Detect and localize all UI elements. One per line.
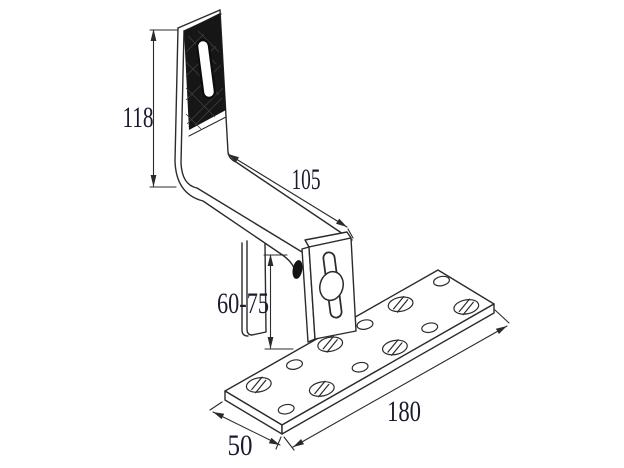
hook-left-outer-edge [174, 27, 296, 272]
slot-mark [322, 335, 338, 353]
round-hole [277, 403, 295, 415]
extension-ticks [283, 309, 510, 451]
bolt-head [319, 270, 344, 302]
round-hole [285, 359, 304, 370]
hook-fold-line [196, 187, 303, 253]
slotted-hole [245, 377, 272, 393]
hook-lower-arm [241, 240, 267, 337]
slot-mark [458, 298, 474, 316]
dimension-label-118: 118 [123, 101, 154, 134]
lower-arm-bottom-edge [251, 243, 267, 336]
hole-row-near [277, 298, 480, 415]
dimension-label-105: 105 [292, 163, 321, 196]
lower-arm-outer-edge [241, 242, 249, 337]
dimension-180: 180 [283, 309, 510, 451]
slotted-hole [387, 296, 414, 313]
arrowhead [336, 218, 347, 227]
dim-line [212, 411, 281, 446]
arrowhead [293, 439, 304, 447]
dim-line [292, 325, 508, 448]
arrowhead [267, 337, 274, 349]
slotted-hole [453, 299, 480, 315]
slot-mark [393, 295, 409, 313]
dimension-label-50: 50 [228, 429, 253, 462]
extension-tick [347, 228, 354, 239]
hole-row-far [245, 275, 451, 394]
slot-mark [387, 339, 403, 356]
hook-front-left-edge [180, 30, 198, 189]
arrowhead [228, 154, 239, 163]
extension-ticks [209, 401, 282, 450]
arrowhead [150, 175, 157, 187]
hook-outer-edge [177, 9, 221, 29]
hatch-boundary-line [188, 116, 227, 137]
roof-hook-body [174, 9, 353, 337]
lower-arm-front-edge [246, 240, 253, 336]
slotted-hole [381, 339, 408, 356]
arrowhead [267, 254, 274, 266]
round-hole [432, 275, 451, 287]
extension-ticks [149, 29, 178, 188]
bolt-shadow [292, 260, 303, 279]
riser-tab [292, 231, 357, 343]
round-hole [351, 361, 369, 373]
arrowhead [213, 412, 225, 420]
round-hole [421, 322, 439, 334]
dimension-50: 50 [209, 401, 282, 462]
slotted-hole [317, 336, 344, 353]
upper-slot [198, 41, 214, 97]
round-hole [356, 319, 374, 330]
dimension-60-75: 60-75 [217, 254, 294, 350]
dimension-105: 105 [227, 153, 354, 239]
arrowhead [268, 437, 280, 445]
arrowhead [495, 326, 507, 334]
dim-line [227, 153, 348, 228]
slot-mark [314, 380, 330, 398]
hatched-clamp-area [184, 13, 227, 137]
hook-right-edge-and-arm-top [219, 9, 353, 241]
base-plate [224, 269, 495, 435]
slot-mark [251, 376, 267, 394]
base-plate-front-face [281, 303, 495, 435]
arrowhead [150, 29, 157, 41]
dimension-label-180: 180 [387, 395, 421, 428]
dimension-118: 118 [123, 29, 178, 188]
dimension-label-60-75: 60-75 [217, 287, 269, 320]
extension-ticks [263, 254, 294, 350]
slotted-hole [308, 381, 335, 397]
